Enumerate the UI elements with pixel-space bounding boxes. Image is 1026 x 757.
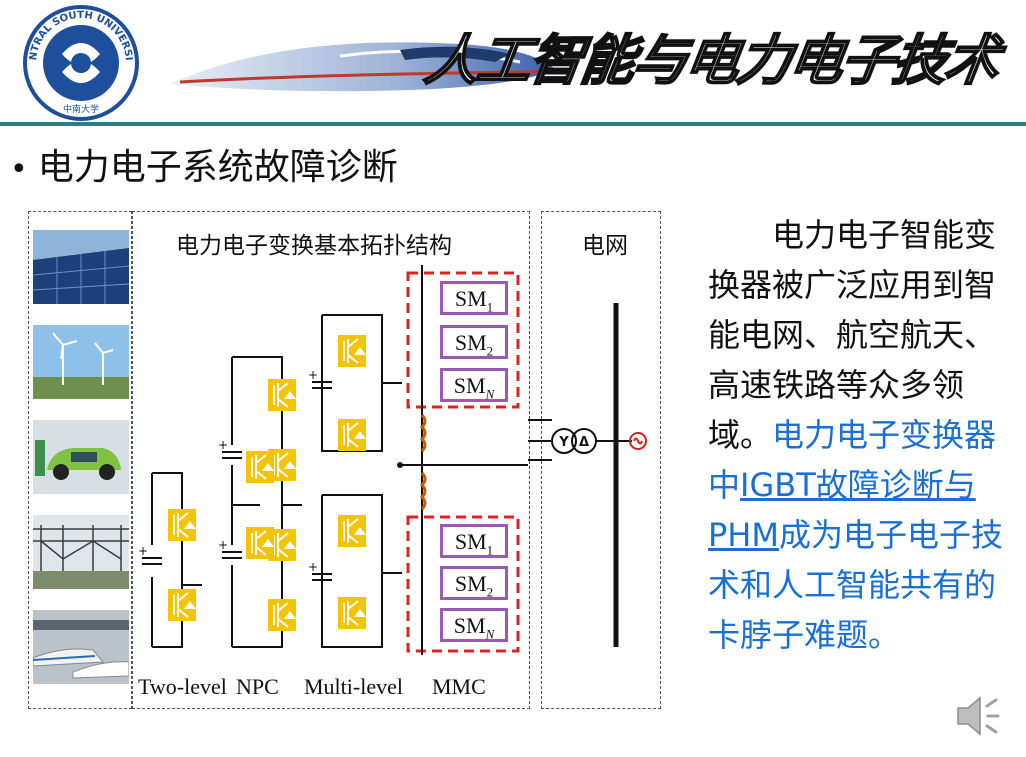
sm-lower-1: SM1 [440, 524, 508, 558]
multi-level-circuit [321, 314, 402, 648]
description-part4: 成为电子电子技术和人工智能共有的卡脖子难题。 [708, 516, 1003, 654]
label-npc: NPC [236, 674, 279, 699]
label-multi-level: Multi-level [304, 674, 403, 699]
grid-connection [528, 303, 647, 647]
logo-subtext: 中南大学 [63, 103, 99, 115]
wind-turbines-photo [33, 325, 129, 399]
train-banner-image [160, 14, 560, 110]
converter-topology-drawing: + [137, 265, 647, 655]
solar-panels-photo [33, 230, 129, 304]
section-heading-text: 电力电子系统故障诊断 [37, 147, 398, 188]
sm-lower-n: SMN [440, 608, 508, 642]
ac-source-icon [633, 437, 643, 445]
label-two-level: Two-level [138, 674, 227, 699]
sm-upper-2: SM2 [440, 325, 508, 359]
audio-speaker-icon[interactable] [952, 690, 1010, 742]
description-part2: 电力电子变换器中 [708, 416, 997, 504]
sm-upper-n: SMN [440, 368, 508, 402]
section-heading: • 电力电子系统故障诊断 [10, 138, 398, 190]
photo-panel [28, 211, 132, 709]
two-level-circuit [151, 472, 202, 648]
description-text: 电力电子智能变换器被广泛应用到智能电网、航空航天、高速铁路等众多领域。电力电子变… [708, 210, 1008, 660]
label-mmc: MMC [432, 674, 486, 699]
transformer-wye-symbol: Y [558, 435, 569, 450]
npc-circuit [231, 356, 302, 648]
description-part3: IGBT故障诊断与PHM [708, 466, 976, 554]
description-part1: 电力电子智能变换器被广泛应用到智能电网、航空航天、高速铁路等众多领域。 [708, 216, 997, 454]
topology-diagram-title: 电力电子变换基本拓扑结构 [176, 233, 452, 258]
bullet-marker: • [10, 152, 28, 187]
grid-label: 电网 [582, 233, 628, 258]
sm-lower-2: SM2 [440, 566, 508, 600]
university-logo: CENTRAL SOUTH UNIVERSITY 中南大学 [17, 0, 140, 122]
electric-vehicle-photo [33, 420, 129, 494]
presentation-title: 人工智能与电力电子技术 [420, 27, 1003, 93]
sm-upper-1: SM1 [440, 281, 508, 315]
high-speed-trains-photo [33, 610, 129, 684]
header-divider [0, 122, 1026, 126]
power-substation-photo [33, 515, 129, 589]
transformer-delta-symbol: Δ [579, 435, 589, 450]
mmc-circuit [397, 265, 528, 655]
